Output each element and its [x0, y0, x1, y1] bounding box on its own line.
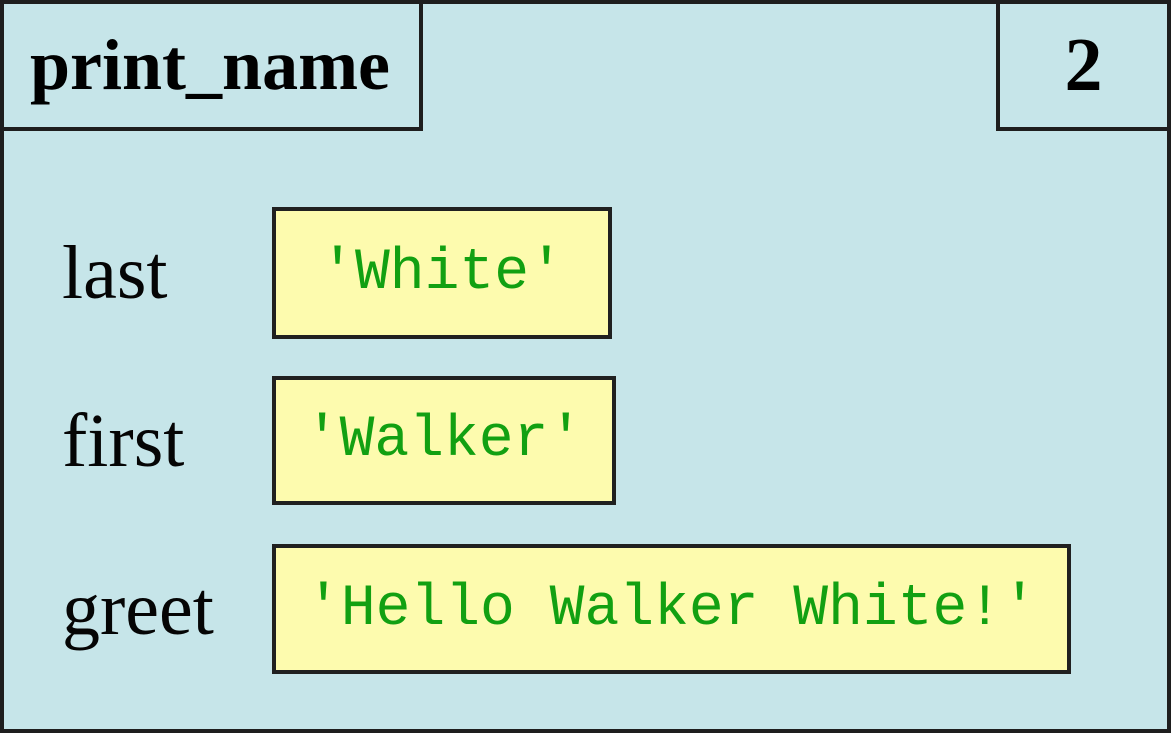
function-name-box: print_name — [4, 4, 423, 131]
instruction-counter-box: 2 — [996, 4, 1167, 131]
variable-value-box-first: 'Walker' — [272, 376, 616, 505]
variable-name-greet: greet — [62, 566, 214, 651]
variable-value-greet: 'Hello Walker White!' — [306, 576, 1037, 642]
variable-value-first: 'Walker' — [304, 408, 584, 473]
variable-value-box-greet: 'Hello Walker White!' — [272, 544, 1071, 674]
variable-name-last: last — [62, 230, 168, 315]
instruction-counter-value: 2 — [1064, 23, 1103, 107]
variable-name-first: first — [62, 398, 185, 483]
variable-value-last: 'White' — [320, 240, 564, 306]
function-name-label: print_name — [30, 25, 390, 105]
variable-value-box-last: 'White' — [272, 207, 612, 339]
